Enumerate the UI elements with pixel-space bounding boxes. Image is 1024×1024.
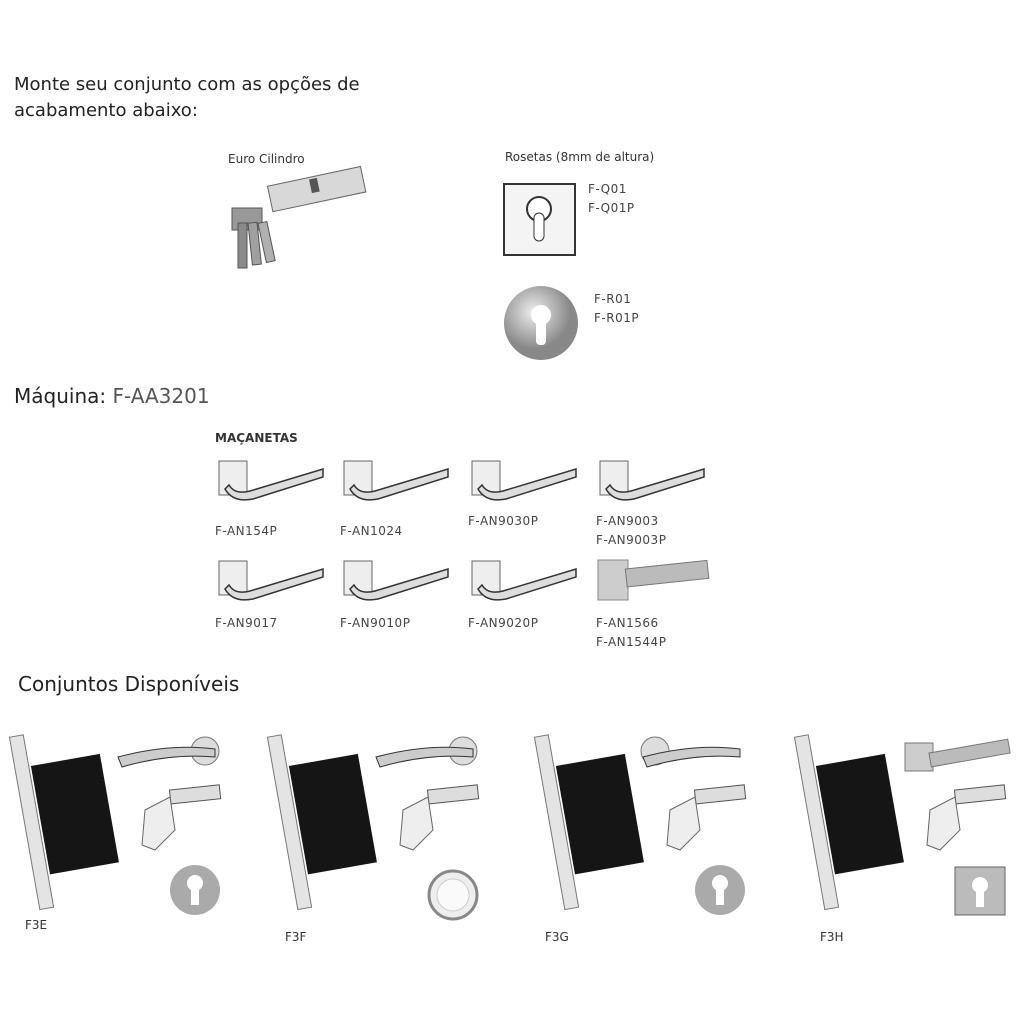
lock-faceplate bbox=[533, 734, 580, 911]
handle-codes: F-AN9020P bbox=[468, 614, 538, 633]
handle-code: F-AN1566 bbox=[596, 616, 659, 630]
rosette-code: F-R01P bbox=[594, 311, 640, 325]
handle-codes: F-AN9030P bbox=[468, 512, 538, 531]
maquina-code: F-AA3201 bbox=[112, 384, 210, 408]
set-label: F3G bbox=[545, 930, 569, 944]
handle-code: F-AN9010P bbox=[340, 616, 411, 630]
handle-code: F-AN9020P bbox=[468, 616, 539, 630]
rosette-code: F-Q01P bbox=[588, 201, 635, 215]
rosette-code: F-Q01 bbox=[588, 182, 627, 196]
lock-faceplate bbox=[8, 734, 55, 911]
handle-code: F-AN1024 bbox=[340, 524, 403, 538]
handle-image bbox=[218, 460, 324, 501]
handle-code: F-AN9030P bbox=[468, 514, 539, 528]
set-image bbox=[8, 734, 222, 915]
maquina-heading: Máquina: F-AA3201 bbox=[14, 384, 210, 408]
lock-faceplate bbox=[793, 734, 840, 911]
handle-image bbox=[471, 560, 577, 601]
set-image bbox=[793, 734, 1011, 916]
handle-code: F-AN154P bbox=[215, 524, 278, 538]
handle-image bbox=[343, 460, 449, 501]
set-label: F3F bbox=[285, 930, 307, 944]
handle-codes: F-AN9010P bbox=[340, 614, 410, 633]
lock-body bbox=[815, 753, 904, 875]
round-rosette-codes: F-R01 F-R01P bbox=[594, 290, 639, 328]
euro-cylinder-image bbox=[231, 165, 367, 269]
square-rosette-codes: F-Q01 F-Q01P bbox=[588, 180, 635, 218]
intro-text: Monte seu conjunto com as opções de acab… bbox=[14, 74, 360, 121]
set-label: F3E bbox=[25, 918, 48, 932]
handle-code: F-AN9017 bbox=[215, 616, 278, 630]
handle-image bbox=[597, 559, 710, 601]
handle-image bbox=[218, 560, 324, 601]
conjuntos-title: Conjuntos Disponíveis bbox=[18, 672, 240, 696]
square-rosette-image bbox=[503, 183, 576, 256]
handle-codes: F-AN154P bbox=[215, 522, 277, 541]
handle-codes: F-AN9017 bbox=[215, 614, 278, 633]
lock-faceplate bbox=[266, 734, 313, 911]
maquina-label: Máquina: bbox=[14, 384, 107, 408]
set-image bbox=[266, 734, 480, 921]
handle-code: F-AN9003 bbox=[596, 514, 659, 528]
handle-codes: F-AN1024 bbox=[340, 522, 403, 541]
lock-body bbox=[288, 753, 377, 875]
rosette-code: F-R01 bbox=[594, 292, 632, 306]
handle-code: F-AN1544P bbox=[596, 635, 667, 649]
lock-body bbox=[30, 753, 119, 875]
lock-body bbox=[555, 753, 644, 875]
euro-cilindro-label: Euro Cilindro bbox=[228, 152, 305, 166]
rosetas-title: Rosetas (8mm de altura) bbox=[505, 150, 655, 164]
round-rosette-image bbox=[504, 286, 578, 360]
set-label: F3H bbox=[820, 930, 844, 944]
handle-image bbox=[599, 460, 705, 501]
macanetas-title: MAÇANETAS bbox=[215, 431, 298, 445]
handle-code: F-AN9003P bbox=[596, 533, 667, 547]
handle-image bbox=[471, 460, 577, 501]
set-image bbox=[533, 734, 747, 915]
handle-image bbox=[343, 560, 449, 601]
